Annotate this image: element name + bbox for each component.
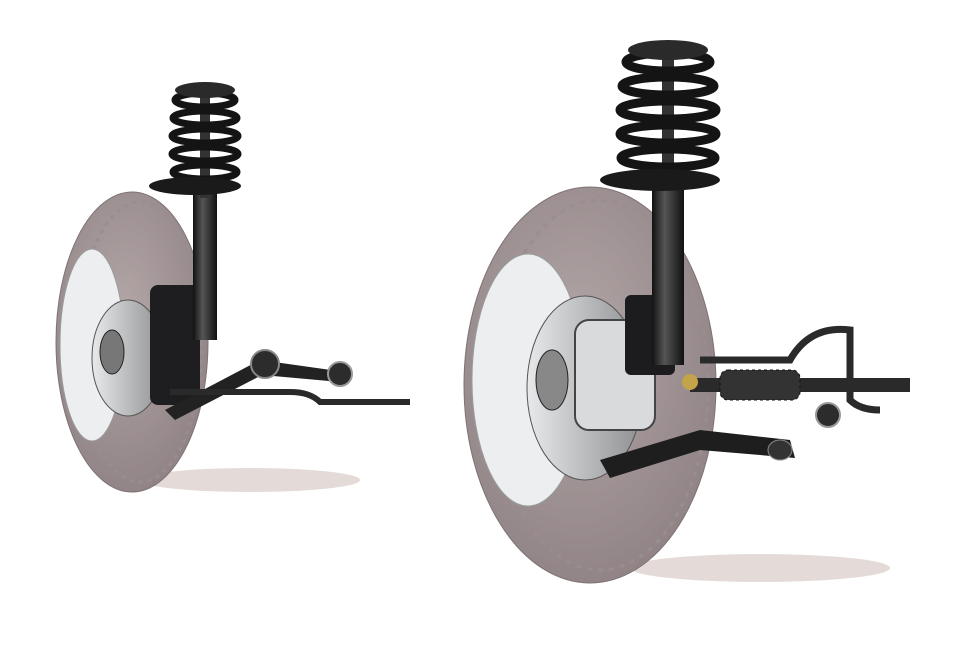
left-spring-seat (149, 177, 241, 195)
left-control-arm (165, 360, 345, 420)
right-top-mount (628, 40, 708, 60)
left-sway-bar (170, 389, 410, 405)
right-rack-boot (719, 369, 801, 401)
left-hub (99, 329, 125, 375)
right-suspension-assembly (463, 40, 910, 584)
right-sway-bar (700, 325, 881, 414)
left-shadow (140, 468, 360, 492)
right-shadow (630, 554, 890, 582)
right-tie-rod-end (682, 374, 698, 390)
left-suspension-assembly (55, 82, 410, 493)
right-spring-seat (600, 169, 720, 191)
left-top-mount (175, 82, 235, 98)
left-arm-end-bushing (327, 361, 353, 387)
right-sway-link-bushing (815, 402, 841, 428)
left-knuckle (150, 285, 200, 405)
right-hub (535, 349, 569, 411)
left-strut-body (193, 190, 217, 340)
left-arm-bushing (250, 349, 280, 379)
right-strut-body (652, 185, 684, 365)
right-lower-control-arm (600, 430, 795, 478)
right-arm-bushing (767, 439, 793, 461)
left-tire-tread (76, 200, 204, 484)
